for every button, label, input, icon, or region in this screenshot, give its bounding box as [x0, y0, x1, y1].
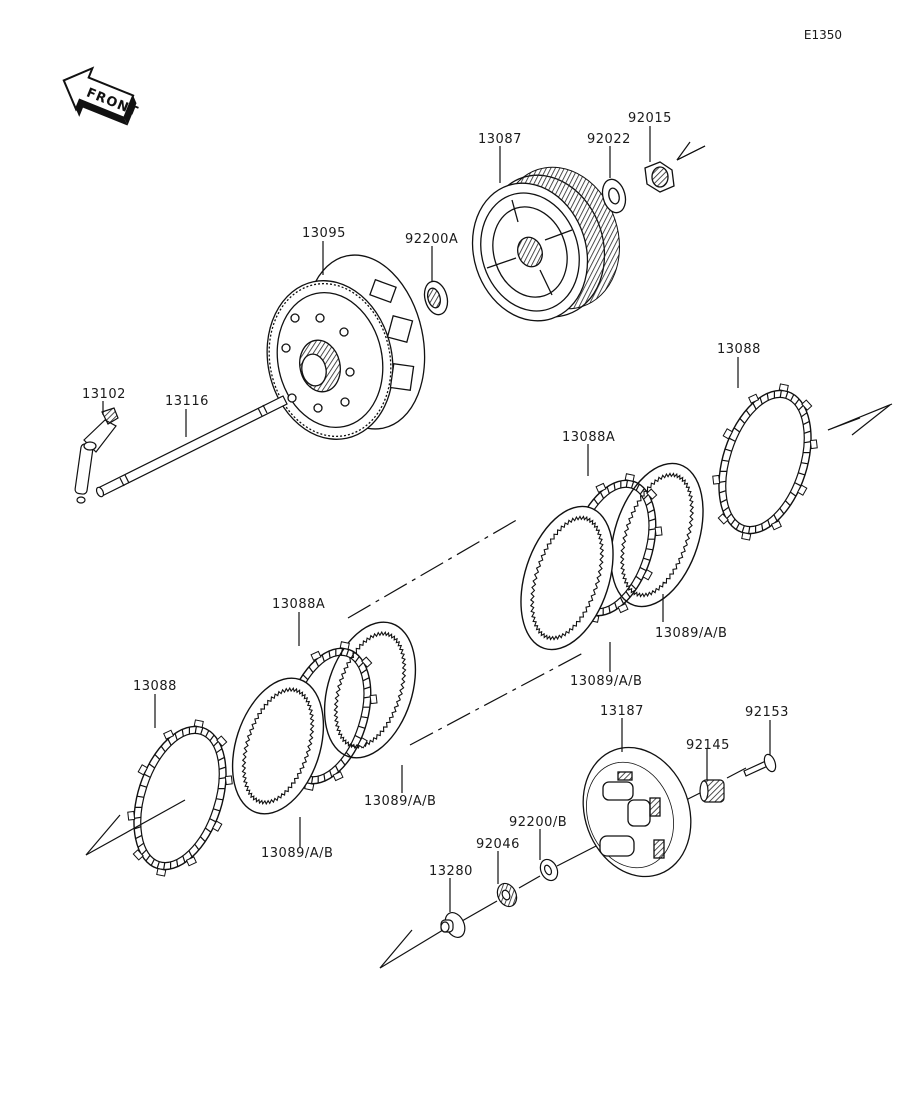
part-92200A-drawing [423, 280, 449, 316]
part-label-92153[interactable]: 92153 [745, 705, 789, 720]
part-label-13280[interactable]: 13280 [429, 864, 473, 879]
part-label-13089-r2[interactable]: 13089/A/B [570, 674, 643, 689]
plate-13089-l1 [323, 621, 417, 759]
diagram-code: E1350 [803, 28, 842, 42]
part-13102-drawing [74, 407, 119, 504]
part-92145-drawing [699, 779, 725, 803]
plate-13088-top [712, 383, 818, 541]
part-label-92145[interactable]: 92145 [686, 738, 730, 753]
part-13280-drawing [440, 912, 466, 938]
part-label-13102[interactable]: 13102 [82, 387, 126, 402]
part-92200B-drawing [539, 858, 559, 882]
part-label-92022[interactable]: 92022 [587, 132, 631, 147]
part-label-13089-l2[interactable]: 13089/A/B [261, 846, 334, 861]
clutch-plates [127, 383, 818, 877]
part-label-13088A-top[interactable]: 13088A [562, 430, 616, 445]
part-label-92200B[interactable]: 92200/B [509, 815, 568, 830]
part-label-92200A[interactable]: 92200A [405, 232, 459, 247]
part-label-13089-r1[interactable]: 13089/A/B [655, 626, 728, 641]
part-13087-drawing [471, 166, 620, 322]
part-92046-drawing [496, 882, 518, 908]
part-label-13088A-bottom[interactable]: 13088A [272, 597, 326, 612]
leader-lines [102, 126, 771, 912]
part-label-13088-top[interactable]: 13088 [717, 342, 761, 357]
plate-13089-l2 [231, 677, 325, 815]
part-92153-drawing [743, 753, 777, 777]
front-arrow-icon: FRONT [62, 66, 140, 126]
part-label-92015[interactable]: 92015 [628, 111, 672, 126]
plate-13089-r2 [520, 505, 614, 651]
part-13187-drawing [582, 746, 692, 878]
part-label-13116[interactable]: 13116 [165, 394, 209, 409]
plate-13088-bottom [127, 719, 233, 877]
part-label-92046[interactable]: 92046 [476, 837, 520, 852]
part-92015-drawing [644, 161, 675, 193]
part-label-13095[interactable]: 13095 [302, 226, 346, 241]
part-label-13089-l1[interactable]: 13089/A/B [364, 794, 437, 809]
part-92022-drawing [601, 178, 627, 214]
part-label-13187[interactable]: 13187 [600, 704, 644, 719]
part-label-13088-bottom[interactable]: 13088 [133, 679, 177, 694]
part-13116-drawing [95, 395, 288, 498]
part-label-13087[interactable]: 13087 [478, 132, 522, 147]
axis-lines [85, 141, 893, 969]
part-13095-drawing [266, 254, 426, 440]
